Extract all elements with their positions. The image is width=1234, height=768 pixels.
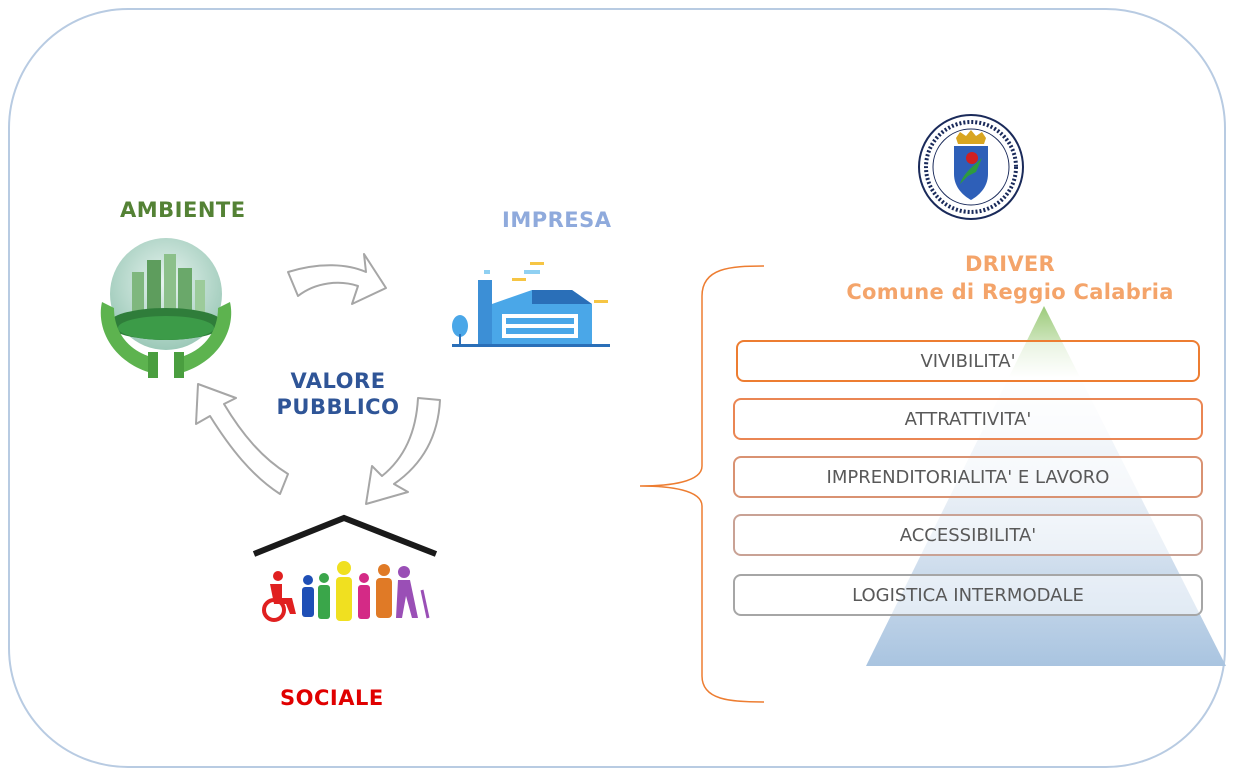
driver-item: ATTRATTIVITA' [733, 398, 1203, 440]
bracket-icon [639, 265, 765, 703]
driver-item: ACCESSIBILITA' [733, 514, 1203, 556]
city-seal-icon [918, 114, 1024, 220]
impresa-label: IMPRESA [502, 208, 612, 232]
driver-item: IMPRENDITORIALITA' E LAVORO [733, 456, 1203, 498]
family-house-icon [252, 514, 438, 622]
driver-title: DRIVER [965, 252, 1055, 276]
globe-hands-icon [100, 238, 232, 378]
sociale-label: SOCIALE [280, 686, 384, 710]
driver-subtitle: Comune di Reggio Calabria [846, 280, 1174, 304]
factory-icon [452, 262, 610, 347]
driver-item: VIVIBILITA' [736, 340, 1200, 382]
driver-heading: DRIVER Comune di Reggio Calabria [780, 250, 1234, 306]
valore-pubblico-label: VALORE PUBBLICO [276, 369, 400, 419]
ambiente-label: AMBIENTE [120, 198, 246, 222]
driver-item: LOGISTICA INTERMODALE [733, 574, 1203, 616]
cycle-arrows-icon [195, 253, 441, 505]
